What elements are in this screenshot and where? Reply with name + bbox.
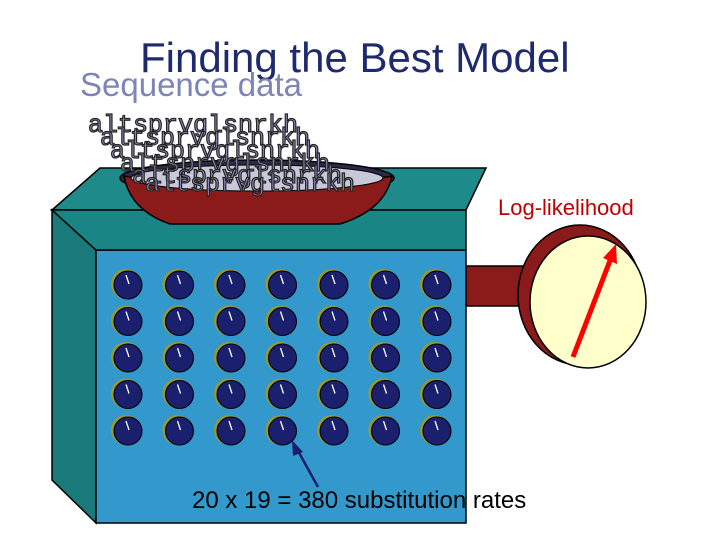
dial-knob: [214, 342, 246, 373]
caption: 20 x 19 = 380 substitution rates: [192, 487, 527, 514]
dial-knob: [420, 305, 452, 336]
dial-knob: [368, 305, 400, 336]
dial-knob: [214, 305, 246, 336]
meter-needle-tip: [603, 244, 617, 264]
sequence-line-5: altsprvglsnrkh: [131, 162, 343, 191]
dial-knob: [420, 415, 452, 446]
dial-knob: [265, 342, 297, 373]
dial-knob: [214, 378, 246, 409]
dial-knob: [111, 378, 143, 409]
dial-knob: [162, 269, 194, 300]
dial-knob: [368, 342, 400, 373]
sequence-line-6: altsprvglsnrkh: [144, 170, 356, 199]
dial-knob: [265, 378, 297, 409]
meter-label: Log-likelihood: [498, 195, 634, 220]
dial-knob: [265, 269, 297, 300]
dial-knob: [317, 378, 349, 409]
dial-knob: [317, 415, 349, 446]
dial-knob: [111, 342, 143, 373]
slide-subtitle: Sequence data: [80, 66, 303, 103]
machine-side: [51, 208, 97, 525]
dial-knob: [265, 305, 297, 336]
caption-arrow-head: [292, 440, 303, 456]
dial-knob: [420, 269, 452, 300]
dial-knob: [111, 415, 143, 446]
dial-knob: [265, 415, 297, 446]
dial-knob: [317, 305, 349, 336]
sequence-line-2: altsprvglsnrkh: [99, 124, 311, 153]
dial-knob: [162, 342, 194, 373]
dial-knob: [162, 415, 194, 446]
dial-knob: [214, 269, 246, 300]
dial-knob: [420, 342, 452, 373]
knob-grid: [111, 269, 452, 446]
caption-arrow: [295, 448, 320, 488]
dial-knob: [368, 415, 400, 446]
dial-knob: [214, 415, 246, 446]
dial-knob: [368, 378, 400, 409]
sequence-line-3: altsprvglsnrkh: [109, 137, 321, 166]
dial-knob: [111, 269, 143, 300]
dial-knob: [420, 378, 452, 409]
meter-needle: [570, 257, 614, 358]
bowl-contents: [130, 164, 384, 192]
sequence-line-1: altsprvglsnrkh: [87, 111, 299, 140]
dial-knob: [317, 269, 349, 300]
dial-knob: [317, 342, 349, 373]
dial-knob: [162, 305, 194, 336]
meter-face: [529, 235, 647, 369]
sequence-line-4: altsprvglsnrkh: [119, 150, 331, 179]
slide-title: Finding the Best Model: [140, 34, 570, 81]
dial-knob: [368, 269, 400, 300]
dial-knob: [162, 378, 194, 409]
dial-knob: [111, 305, 143, 336]
